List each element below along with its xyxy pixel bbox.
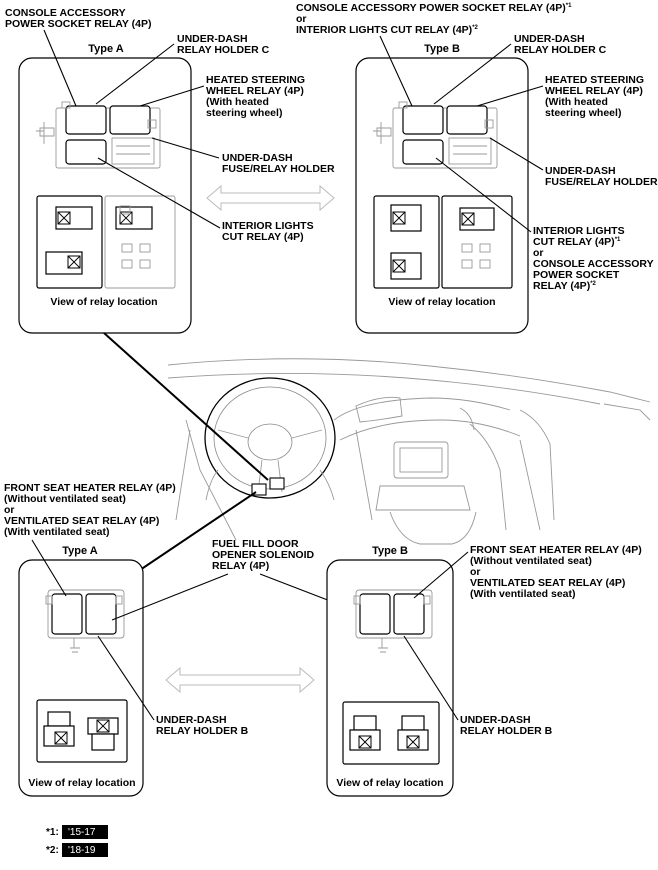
steering-wheel — [204, 377, 336, 499]
lower-b-view: View of relay location — [336, 701, 444, 789]
lower-b-seat-label-2: (Without ventilated seat) — [470, 555, 592, 567]
upper-type-a-title: Type A — [88, 43, 124, 55]
upper-b-steering-label-3: (With heated — [545, 96, 608, 108]
upper-a-steering-relay — [109, 105, 151, 135]
lower-b-seat-relay — [393, 593, 425, 635]
lower-a-seat-label-5: (With ventilated seat) — [4, 526, 110, 538]
upper-a-holder-c-label-1: UNDER-DASH — [177, 33, 248, 45]
upper-b-top-line-2: INTERIOR LIGHTS CUT RELAY (4P)*2 — [296, 24, 479, 36]
upper-b-bottom-or: or — [533, 247, 544, 259]
upper-type-b-panel: Type B View of relay lo — [355, 43, 529, 334]
lower-b-seat-label-1: FRONT SEAT HEATER RELAY (4P) — [470, 544, 642, 556]
year-notes: *1: '15-17 *2: '18-19 — [46, 825, 108, 857]
lower-a-relay-2 — [85, 593, 117, 635]
note-1-value: '15-17 — [68, 827, 96, 838]
upper-a-interior-label-1: INTERIOR LIGHTS — [222, 220, 314, 232]
note-2-value: '18-19 — [68, 845, 96, 856]
upper-type-b-view: View of relay location — [373, 195, 513, 308]
upper-type-a-view: View of relay location — [36, 195, 176, 308]
upper-b-bottom-relay — [402, 139, 444, 165]
upper-a-console-relay — [65, 105, 107, 135]
note-1-badge — [62, 825, 108, 839]
lower-type-b-view-label: View of relay location — [336, 777, 443, 789]
note-1-key: *1: — [46, 827, 59, 838]
upper-a-steering-label-2: WHEEL RELAY (4P) — [206, 85, 304, 97]
upper-a-fuse-label-1: UNDER-DASH — [222, 152, 293, 164]
fuel-door-label-3: RELAY (4P) — [212, 560, 269, 572]
upper-a-console-label-2: POWER SOCKET RELAY (4P) — [5, 18, 151, 30]
note-2-badge — [62, 843, 108, 857]
upper-b-top-or: or — [296, 13, 307, 25]
dashboard-illustration — [167, 358, 651, 545]
upper-b-steering-label-4: steering wheel) — [545, 107, 621, 119]
lower-a-holder — [45, 589, 125, 653]
lower-a-seat-label-4: VENTILATED SEAT RELAY (4P) — [4, 515, 159, 527]
lower-type-a-panel: Type A View of relay location — [18, 545, 144, 797]
lower-type-a-title: Type A — [62, 545, 98, 557]
fuel-door-label-2: OPENER SOLENOID — [212, 549, 315, 561]
upper-a-console-label-1: CONSOLE ACCESSORY — [5, 7, 126, 19]
lower-a-seat-relay — [51, 593, 83, 635]
lower-b-holder — [353, 589, 433, 653]
upper-type-a-view-label: View of relay location — [50, 296, 157, 308]
upper-b-bottom-line-1: INTERIOR LIGHTS — [533, 225, 625, 237]
upper-b-top-relay — [402, 105, 444, 135]
upper-b-bottom-line-5: RELAY (4P)*2 — [533, 280, 597, 292]
dash-relay-lower — [251, 483, 267, 496]
upper-b-bottom-line-3: CONSOLE ACCESSORY — [533, 258, 654, 270]
upper-b-bottom-line-2: CUT RELAY (4P)*1 — [533, 236, 621, 248]
upper-b-steering-relay — [446, 105, 488, 135]
upper-type-b-holder — [373, 101, 498, 169]
lower-type-a-view-label: View of relay location — [28, 777, 135, 789]
lower-a-holder-b-label-2: RELAY HOLDER B — [156, 725, 249, 737]
upper-a-fuse-label-2: FUSE/RELAY HOLDER — [222, 163, 335, 175]
lower-b-seat-label-5: (With ventilated seat) — [470, 588, 576, 600]
upper-b-top-line-1: CONSOLE ACCESSORY POWER SOCKET RELAY (4P… — [296, 2, 572, 14]
lower-swap-arrow — [165, 666, 315, 694]
upper-a-steering-label-4: steering wheel) — [206, 107, 282, 119]
upper-b-steering-label-1: HEATED STEERING — [545, 74, 644, 86]
upper-b-steering-label-2: WHEEL RELAY (4P) — [545, 85, 643, 97]
lower-a-seat-label-2: (Without ventilated seat) — [4, 493, 126, 505]
upper-a-steering-label-1: HEATED STEERING — [206, 74, 305, 86]
lower-b-holder-b-label-1: UNDER-DASH — [460, 714, 531, 726]
upper-b-fuse-label-2: FUSE/RELAY HOLDER — [545, 176, 658, 188]
lower-a-seat-label-1: FRONT SEAT HEATER RELAY (4P) — [4, 482, 176, 494]
upper-swap-arrow — [206, 184, 335, 212]
lower-type-b-title: Type B — [372, 545, 408, 557]
upper-type-b-title: Type B — [424, 43, 460, 55]
lower-b-relay-1 — [359, 593, 391, 635]
lower-a-seat-label-3: or — [4, 504, 15, 516]
upper-a-holder-c-label-2: RELAY HOLDER C — [177, 44, 270, 56]
upper-a-interior-label-2: CUT RELAY (4P) — [222, 231, 304, 243]
lower-b-seat-label-4: VENTILATED SEAT RELAY (4P) — [470, 577, 625, 589]
upper-b-fuse-label-1: UNDER-DASH — [545, 165, 616, 177]
dash-relay-upper — [269, 477, 285, 490]
upper-a-interior-relay — [65, 139, 107, 165]
upper-type-a-panel: Type A — [18, 43, 192, 334]
lower-a-view: View of relay location — [28, 699, 136, 789]
upper-b-holder-c-label-1: UNDER-DASH — [514, 33, 585, 45]
note-2-key: *2: — [46, 845, 59, 856]
upper-type-a-holder — [36, 101, 161, 169]
lower-type-b-panel: Type B View of relay location — [326, 545, 454, 797]
lower-b-seat-label-3: or — [470, 566, 481, 578]
lower-b-holder-b-label-2: RELAY HOLDER B — [460, 725, 553, 737]
upper-b-holder-c-label-2: RELAY HOLDER C — [514, 44, 607, 56]
upper-b-bottom-line-4: POWER SOCKET — [533, 269, 620, 281]
upper-a-steering-label-3: (With heated — [206, 96, 269, 108]
fuel-door-label-1: FUEL FILL DOOR — [212, 538, 299, 550]
lower-a-holder-b-label-1: UNDER-DASH — [156, 714, 227, 726]
upper-type-b-view-label: View of relay location — [388, 296, 495, 308]
